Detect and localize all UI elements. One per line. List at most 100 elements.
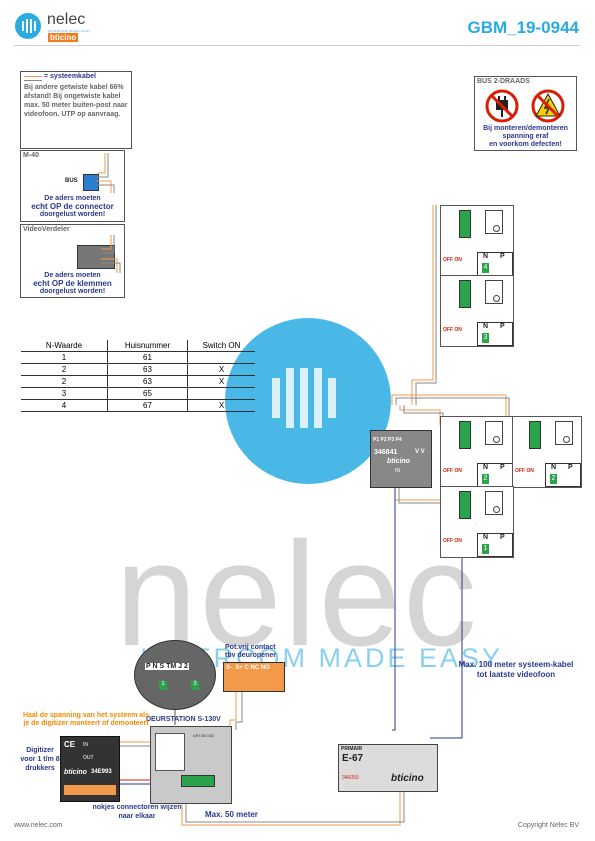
table-header-n: N-Waarde (21, 340, 108, 352)
m40-caption-1: De aders moeten (44, 195, 101, 202)
m40-caption-2: echt OP de connector (31, 202, 114, 211)
distributor-model: 346841 (374, 449, 398, 456)
m40-caption-3: doorgelust worden! (39, 211, 106, 218)
m40-wires-icon (97, 153, 115, 193)
phone-unit-4: OFF ON N P 4 (440, 205, 514, 277)
phone-unit-2b: OFF ON N P 2 (512, 416, 582, 488)
phone-n-label: N (483, 323, 489, 330)
header: nelec INTERCOM MADE EASY bticino GBM_19-… (0, 0, 595, 46)
videoverdeler-caption-1: De aders moeten (44, 272, 101, 279)
nelec-logo-icon (15, 13, 41, 39)
digitizer-unit: CE IN OUT bticino 34E993 (60, 736, 120, 802)
phone-screen-icon (485, 421, 503, 445)
distributor-in: IN (395, 468, 400, 474)
door-station-unit: ART351002 (150, 726, 232, 804)
m40-bus-label: BUS (65, 178, 78, 184)
psu-primair: PRIMAIR (341, 746, 363, 752)
relay-terminals: S- S+ C NC NO (226, 665, 270, 671)
phone-knob-icon (563, 436, 570, 443)
distributor-vv: V V (415, 449, 425, 455)
phone-terminal-icon (459, 421, 471, 449)
no-plug-icon (485, 89, 519, 123)
cable-swatch (24, 76, 42, 81)
m40-connector-icon (83, 174, 99, 191)
digitizer-nokjes: nokjes connectoren wijzen naar elkaar (92, 804, 182, 820)
door-station-module-code: ART351002 (193, 733, 215, 738)
digitizer-in: IN (83, 742, 88, 748)
footer-copyright: Copyright Nelec BV (517, 822, 579, 829)
m40-panel: M-40 BUS De aders moeten echt OP de conn… (20, 150, 125, 222)
phone-p-label: P (500, 464, 505, 471)
phone-screen-icon (485, 210, 503, 234)
digitizer-brand: bticino (64, 769, 87, 776)
phone-n-label: N (483, 253, 489, 260)
distributor-ports: P1 P2 P3 P4 (373, 437, 402, 443)
phone-n-value: 2 (550, 474, 557, 484)
cable-legend-note: Bij andere getwiste kabel 66% afstand! B… (24, 84, 128, 118)
header-divider (14, 45, 580, 46)
phone-n-value: 4 (482, 263, 489, 273)
max50-note: Max. 50 meter (205, 810, 258, 819)
videoverdeler-caption-3: doorgelust worden! (39, 288, 106, 295)
digitizer-warning: Haal de spanning van het systeem als je … (22, 712, 150, 727)
bus-warning-text-1: Bij monteren/demonteren (483, 125, 568, 132)
digitizer-terminals (64, 785, 116, 795)
phone-p-label: P (500, 253, 505, 260)
phone-knob-icon (493, 295, 500, 302)
phone-p-label: P (500, 534, 505, 541)
phone-knob-icon (493, 436, 500, 443)
distributor-brand: bticino (387, 458, 410, 465)
relay-title-2: tbv deuropener (225, 652, 276, 659)
phone-knob-icon (493, 225, 500, 232)
videoverdeler-panel: VideoVerdeler De aders moeten echt OP de… (20, 224, 125, 298)
psu-unit: PRIMAIR E-67 346050 bticino (338, 744, 438, 792)
phone-n-value: 1 (482, 544, 489, 554)
max100-note: Max. 100 meter systeem-kabel tot laatste… (458, 660, 574, 679)
phone-p-label: P (500, 323, 505, 330)
footer-website[interactable]: www.nelec.com (14, 822, 63, 829)
bus-warning-title: BUS 2-DRAADS (477, 78, 530, 85)
door-station-terminal-strip (181, 775, 215, 787)
door-station-callout: P N S TM J 2 1 3 (134, 640, 216, 710)
door-station-title: DEURSTATION S-130V (146, 716, 221, 723)
cable-legend-title: = systeemkabel (44, 73, 96, 80)
table-header-row: N-Waarde Huisnummer Switch ON (21, 340, 255, 352)
phone-np-box: N P 2 (545, 463, 581, 487)
digitizer-ce-mark: CE (64, 740, 76, 749)
phone-off-on: OFF ON (443, 257, 462, 263)
door-station-term-3: 3 (191, 681, 199, 690)
phone-terminal-icon (529, 421, 541, 449)
m40-title: M-40 (23, 152, 39, 159)
door-station-term-1: 1 (159, 681, 167, 690)
bus-warning-text-3: en voorkom defecten! (489, 141, 562, 148)
videoverdeler-wires-icon (101, 235, 121, 273)
psu-model: E-67 (342, 753, 364, 764)
phone-terminal-icon (459, 210, 471, 238)
table-header-switch: Switch ON (187, 340, 255, 352)
phone-np-box: N P 1 (477, 533, 513, 557)
brand-tagline: INTERCOM MADE EASY (48, 29, 92, 33)
doc-code: GBM_19-0944 (467, 18, 579, 37)
bus-warning-text-2: spanning eraf (502, 133, 549, 140)
phone-off-on: OFF ON (443, 468, 462, 474)
phone-screen-icon (555, 421, 573, 445)
relay-module: S- S+ C NC NO (223, 662, 285, 692)
no-voltage-icon (531, 89, 565, 123)
sub-brand-logo: bticino (48, 33, 79, 42)
door-station-terminals: P N S TM J 2 (145, 663, 189, 670)
phone-unit-1: OFF ON N P 1 (440, 486, 514, 558)
phone-off-on: OFF ON (443, 327, 462, 333)
digitizer-out: OUT (83, 755, 94, 761)
phone-np-box: N P 4 (477, 252, 513, 276)
distributor: P1 P2 P3 P4 V V 346841 bticino IN (370, 430, 432, 488)
phone-np-box: N P 3 (477, 322, 513, 346)
phone-n-value: 2 (482, 474, 489, 484)
psu-brand: bticino (391, 773, 424, 784)
cable-legend: = systeemkabel Bij andere getwiste kabel… (20, 71, 132, 149)
videoverdeler-caption-2: echt OP de klemmen (33, 279, 112, 288)
